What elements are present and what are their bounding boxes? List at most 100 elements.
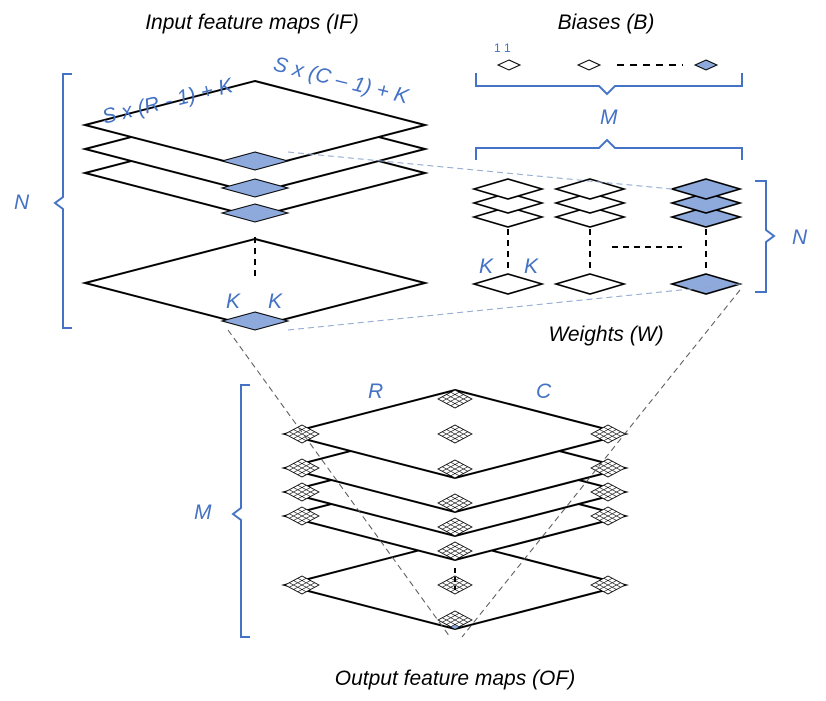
of-tile-bottom xyxy=(437,541,473,561)
w1-channel-1 xyxy=(471,178,545,200)
of-tile-left-gridline xyxy=(289,508,307,519)
w-kernel-label-left: K xyxy=(479,255,494,278)
of-tile-right-gridline xyxy=(603,426,621,437)
of-tile-left-gridline xyxy=(289,484,307,495)
bias-count-brace-top xyxy=(475,73,743,96)
w2-channel-1 xyxy=(553,178,627,200)
of-tile-center-gridline xyxy=(450,426,468,437)
of-tile-left xyxy=(284,506,320,526)
bias-size-label: 1 1 xyxy=(494,41,511,55)
of-tile-right-gridline xyxy=(603,508,621,519)
guide-w-to-of xyxy=(461,289,741,638)
of-tile-bottom xyxy=(437,493,473,513)
input-feature-maps-title: Input feature maps (IF) xyxy=(145,11,359,34)
of-tile-right-gridline xyxy=(599,511,617,521)
weights-count-brace xyxy=(475,138,743,160)
of-tile-right xyxy=(590,482,626,502)
of-tile-right-gridline xyxy=(603,460,621,471)
wm-channel-n xyxy=(669,273,743,295)
of-tile-bottom-gridline xyxy=(442,495,460,506)
wm-channel-1 xyxy=(669,178,743,200)
guide-if-to-of xyxy=(227,329,451,638)
of-tile-right-gridline xyxy=(595,460,613,471)
weights-filter-1 xyxy=(471,178,545,295)
of-tile-right xyxy=(590,506,626,526)
of-tile-bottom-gridline xyxy=(450,519,468,530)
of-tile-bottom-gridline xyxy=(446,522,464,532)
bias-first xyxy=(496,59,522,71)
of-tile-bottom-gridline xyxy=(442,543,460,554)
of-tile-bottom-gridline xyxy=(442,612,460,623)
w-depth-label: N xyxy=(792,226,808,249)
weights-filter-2 xyxy=(553,178,627,295)
guide-top xyxy=(287,151,673,190)
if-to-weights-guides xyxy=(287,151,741,331)
output-feature-maps xyxy=(281,388,629,631)
of-tile-center xyxy=(437,424,473,444)
of-tile-left-gridline xyxy=(289,426,307,437)
wm-channel-3 xyxy=(669,206,743,228)
of-tile-right-gridline xyxy=(595,577,613,588)
of-tile-right xyxy=(590,458,626,478)
of-tile-left-gridline xyxy=(297,577,315,588)
of-tile-left-gridline xyxy=(289,460,307,471)
of-tile-right-gridline xyxy=(603,577,621,588)
of-tile-bottom xyxy=(437,459,473,479)
w2-channel-2 xyxy=(553,192,627,214)
of-tile-bottom-gridline xyxy=(450,543,468,554)
of-tile-top-gridline xyxy=(446,394,464,404)
of-tile-left-gridline xyxy=(293,511,311,521)
to-output-guides xyxy=(227,289,741,638)
of-tile-left-gridline xyxy=(293,429,311,439)
wm-channel-2 xyxy=(669,192,743,214)
of-map-1 xyxy=(281,388,629,480)
of-tile-center-gridline xyxy=(442,426,460,437)
w-depth-brace xyxy=(755,180,776,293)
biases-title: Biases (B) xyxy=(558,11,655,34)
of-tile-top-gridline xyxy=(442,391,460,402)
output-feature-maps-title: Output feature maps (OF) xyxy=(335,667,575,690)
bias-second xyxy=(576,59,602,71)
of-tile-left-gridline xyxy=(293,487,311,497)
input-feature-maps xyxy=(81,79,429,329)
of-tile-bottom-gridline xyxy=(442,519,460,530)
weights-title: Weights (W) xyxy=(548,323,663,346)
of-tile-left-gridline xyxy=(293,580,311,590)
of-tile-right-gridline xyxy=(595,484,613,495)
guide-bottom xyxy=(287,283,741,331)
w1-channel-2 xyxy=(471,192,545,214)
of-tile-left xyxy=(284,458,320,478)
of-tile-right-gridline xyxy=(599,463,617,473)
w2-channel-n xyxy=(553,273,627,295)
of-tile-bottom xyxy=(437,517,473,537)
w1-channel-n xyxy=(471,273,545,295)
of-tile-top-gridline xyxy=(450,391,468,402)
of-tile-right-gridline xyxy=(595,426,613,437)
w2-channel-3 xyxy=(553,206,627,228)
of-tile-top xyxy=(437,389,473,409)
of-tile-center-gridline xyxy=(442,577,460,588)
of-tile-left-gridline xyxy=(297,460,315,471)
of-tile-left-gridline xyxy=(293,463,311,473)
w-kernel-label-right: K xyxy=(524,255,539,278)
if-depth-label: N xyxy=(14,191,30,214)
of-tile-bottom-gridline xyxy=(446,546,464,556)
of-tile-left xyxy=(284,482,320,502)
of-tile-bottom-gridline xyxy=(442,461,460,472)
of-cols-label: C xyxy=(536,380,552,403)
if-kernel-label-right: K xyxy=(268,290,283,313)
if-kernel-patch-2 xyxy=(220,178,290,198)
if-kernel-patch-1 xyxy=(220,151,290,171)
bias-count-label: M xyxy=(600,106,618,129)
biases xyxy=(496,59,719,71)
weights-filter-m xyxy=(669,178,743,295)
if-depth-brace xyxy=(53,73,72,329)
of-tile-left xyxy=(284,424,320,444)
weights-ellipsis-lines xyxy=(507,229,707,272)
of-tile-right-gridline xyxy=(599,487,617,497)
of-tile-left-gridline xyxy=(289,577,307,588)
of-tile-bottom-gridline xyxy=(446,615,464,625)
of-tile-right-gridline xyxy=(599,580,617,590)
of-tile-right xyxy=(590,424,626,444)
